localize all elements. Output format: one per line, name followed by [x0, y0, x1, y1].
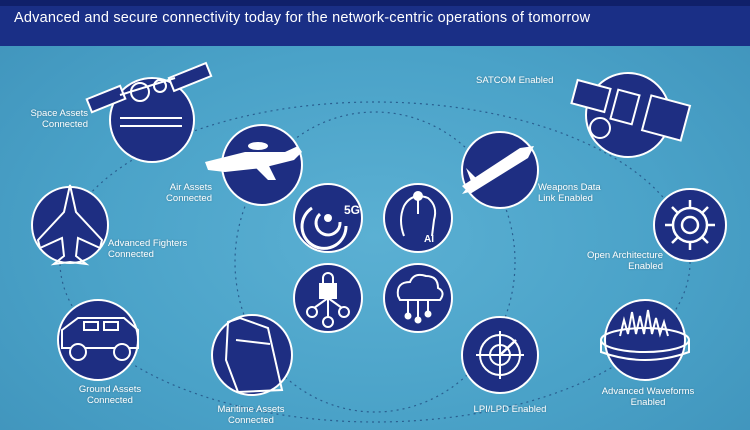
radar-icon — [476, 331, 524, 379]
gear-icon — [665, 200, 715, 250]
center-cloud — [383, 263, 453, 333]
label-ground-line2: Connected — [87, 395, 133, 406]
node-weapons-data-link — [461, 131, 539, 209]
lock-icon — [306, 272, 350, 328]
node-maritime-assets — [211, 314, 293, 396]
label-space-assets: Space Assets Connected — [30, 108, 88, 130]
label-waveforms-line1: Advanced Waveforms — [601, 386, 695, 397]
label-fighters-line1: Advanced Fighters — [108, 238, 188, 249]
label-air-line2: Connected — [166, 193, 212, 204]
node-advanced-waveforms — [600, 299, 690, 381]
label-air-assets: Air Assets Connected — [166, 182, 212, 204]
label-weapons-line1: Weapons Data — [538, 182, 601, 193]
node-open-architecture — [653, 188, 727, 262]
label-lpi-lpd: LPI/LPD Enabled — [460, 404, 560, 415]
header-top-band — [0, 0, 750, 6]
cloud-icon — [396, 273, 444, 324]
label-lpi-line1: LPI/LPD Enabled — [473, 404, 547, 415]
waveform-icon — [600, 309, 690, 361]
label-ground-line1: Ground Assets — [78, 384, 142, 395]
inner-ring — [234, 111, 516, 413]
node-satcom — [570, 72, 692, 158]
ai-icon — [400, 191, 437, 237]
label-waveforms-line2: Enabled — [630, 397, 666, 408]
ground-vehicle-icon — [61, 317, 139, 361]
center-security — [293, 263, 363, 333]
label-air-line1: Air Assets — [169, 182, 212, 193]
header-subtitle: Advanced and secure connectivity today f… — [14, 10, 591, 26]
node-lpi-lpd — [461, 316, 539, 394]
5g-label: 5G — [344, 203, 360, 217]
label-weapons-data-link: Weapons Data Link Enabled — [538, 182, 601, 204]
label-space-line2: Connected — [42, 119, 88, 130]
fighter-jet-icon — [36, 184, 104, 266]
node-ground-assets — [57, 299, 139, 381]
label-ground-assets: Ground Assets Connected — [70, 384, 150, 406]
label-satcom: SATCOM Enabled — [476, 75, 553, 86]
label-advanced-fighters: Advanced Fighters Connected — [108, 238, 187, 260]
ai-label: AI — [424, 234, 434, 245]
node-space-assets — [85, 61, 213, 163]
label-advanced-waveforms: Advanced Waveforms Enabled — [588, 386, 708, 408]
label-open-arch-line1: Open Architecture — [586, 250, 663, 261]
5g-icon — [300, 206, 348, 250]
ship-icon — [224, 316, 284, 394]
missile-icon — [462, 146, 534, 194]
center-5g: 5G — [293, 183, 363, 253]
label-space-line1: Space Assets — [30, 108, 88, 119]
header-banner: Advanced and secure connectivity today f… — [0, 0, 750, 46]
label-maritime-line1: Maritime Assets — [217, 404, 285, 415]
label-open-architecture: Open Architecture Enabled — [587, 250, 663, 272]
satcom-satellite-icon — [570, 78, 692, 142]
label-open-arch-line2: Enabled — [628, 261, 663, 272]
label-fighters-line2: Connected — [108, 249, 154, 260]
aircraft-icon — [205, 142, 302, 180]
satellite-icon — [85, 61, 213, 127]
center-ai: AI — [383, 183, 453, 253]
node-air-assets — [205, 124, 303, 206]
label-satcom-line1: SATCOM Enabled — [476, 75, 554, 86]
label-weapons-line2: Link Enabled — [538, 193, 593, 204]
node-advanced-fighters — [31, 184, 109, 266]
label-maritime-assets: Maritime Assets Connected — [206, 404, 296, 426]
label-maritime-line2: Connected — [228, 415, 274, 426]
